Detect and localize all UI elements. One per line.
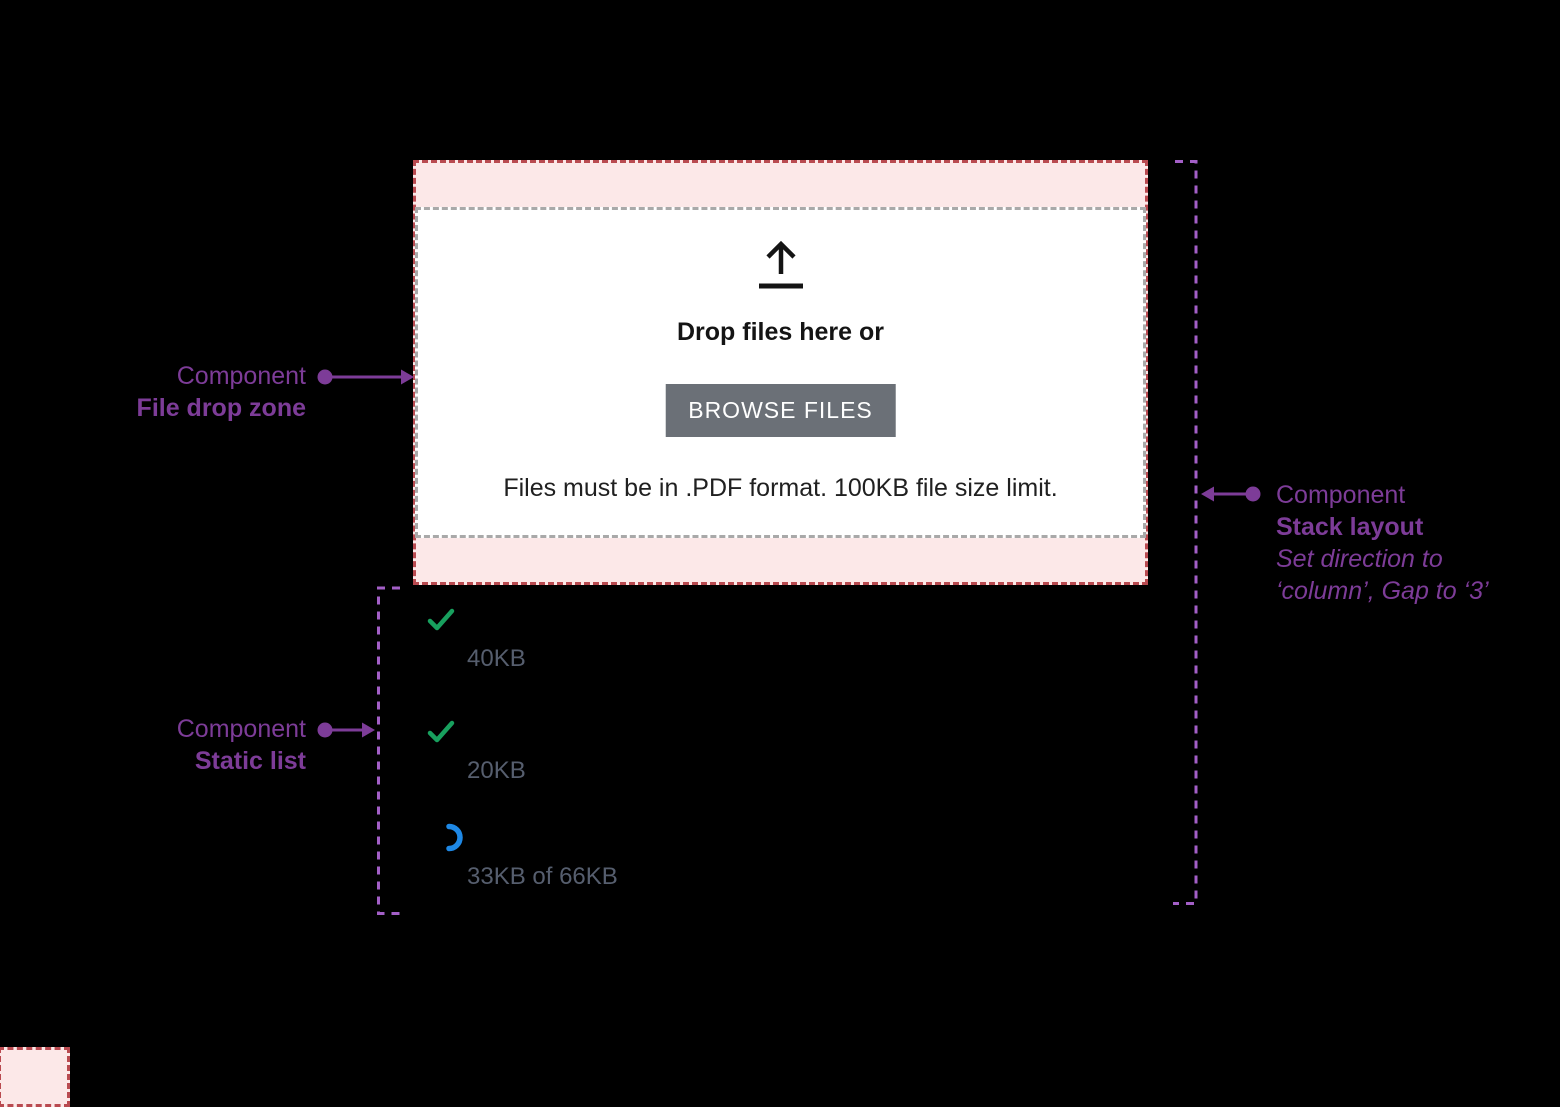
- file-drop-zone-padding: Drop files here or BROWSE FILES Files mu…: [413, 160, 1148, 585]
- file-size-label: 40KB: [467, 645, 526, 672]
- annotation-static-list: Component Static list: [177, 713, 306, 777]
- upload-arrow-icon: [757, 238, 805, 295]
- browse-files-button[interactable]: BROWSE FILES: [665, 384, 896, 437]
- annotation-file-drop-zone: Component File drop zone: [137, 360, 306, 424]
- file-size-label: 20KB: [467, 757, 526, 784]
- annotation-title: File drop zone: [136, 394, 306, 422]
- spinner-icon: [436, 822, 464, 859]
- annotation-stack-layout: Component Stack layout Set direction to …: [1276, 479, 1489, 607]
- arrow-static-list: [317, 722, 375, 738]
- file-drop-zone[interactable]: Drop files here or BROWSE FILES Files mu…: [415, 207, 1146, 538]
- padding-legend-swatch: [0, 1047, 70, 1107]
- arrow-file-drop-zone: [317, 369, 414, 385]
- check-icon: [427, 719, 455, 750]
- static-list-guide: [377, 586, 400, 915]
- annotation-title: Stack layout: [1276, 513, 1424, 541]
- annotation-note: ‘column’, Gap to ‘3’: [1276, 577, 1489, 605]
- dropzone-title: Drop files here or: [677, 318, 884, 346]
- annotation-eyebrow: Component: [176, 715, 306, 743]
- annotation-eyebrow: Component: [1276, 481, 1406, 509]
- annotation-eyebrow: Component: [176, 362, 306, 390]
- arrow-stack-layout: [1201, 486, 1261, 502]
- annotation-note: Set direction to: [1276, 545, 1443, 573]
- annotation-title: Static list: [194, 747, 306, 775]
- stack-layout-guide: [1173, 160, 1198, 905]
- check-icon: [427, 607, 455, 638]
- dropzone-helper-text: Files must be in .PDF format. 100KB file…: [503, 474, 1058, 502]
- file-size-label: 33KB of 66KB: [467, 863, 618, 890]
